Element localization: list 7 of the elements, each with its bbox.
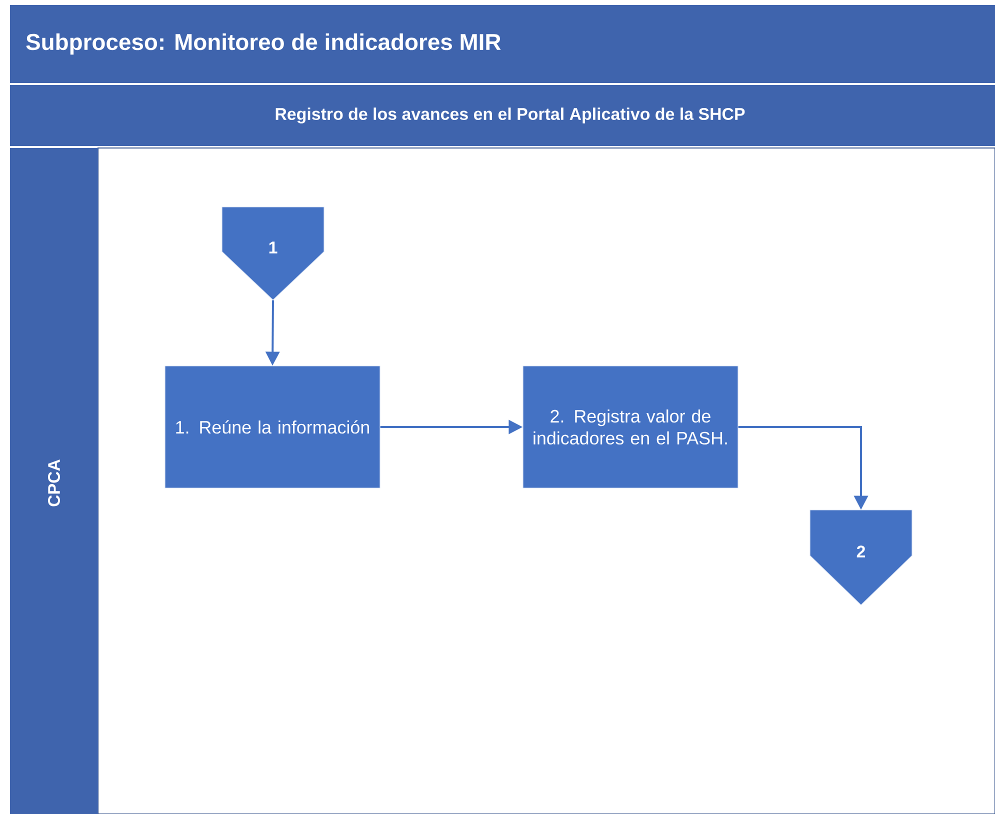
process-box: 1. Reúne la información	[164, 366, 380, 488]
process-box: 2. Registra valor de indicadores en el PASH.	[522, 366, 738, 488]
lane-label-band: CPCA	[10, 148, 98, 814]
header-band: Registro de los avances en el Portal Aplicativo de la SHCP	[10, 85, 995, 146]
off-page-connector: 1	[222, 206, 324, 300]
title-band: Subproceso: Monitoreo de indicadores MIR	[10, 5, 995, 83]
off-page-connector: 2	[810, 510, 912, 606]
